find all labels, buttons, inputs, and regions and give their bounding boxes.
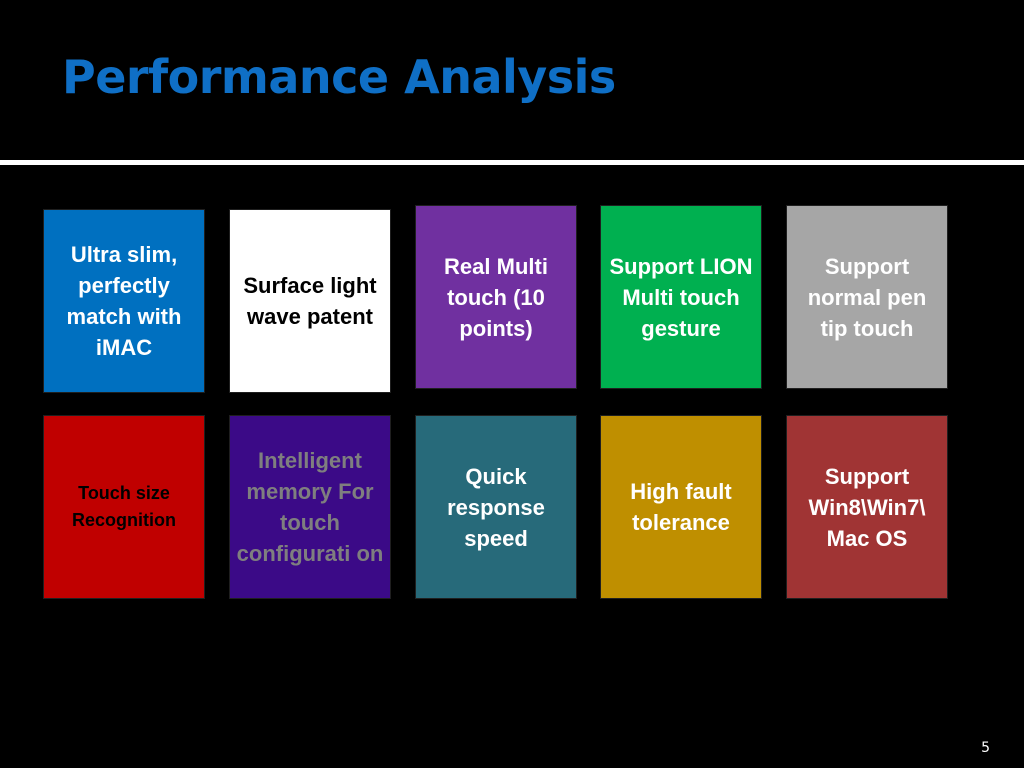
feature-tile-ultra-slim: Ultra slim, perfectly match with iMAC <box>44 210 204 392</box>
title-divider <box>0 160 1024 165</box>
feature-tile-label: Support normal pen tip touch <box>807 253 927 341</box>
feature-tile-fault-tolerance: High fault tolerance <box>601 416 761 598</box>
feature-tile-os-support: Support Win8\Win7\ Mac OS <box>787 416 947 598</box>
feature-tile-label: Support Win8\Win7\ Mac OS <box>808 463 926 551</box>
feature-tile-touch-size: Touch size Recognition <box>44 416 204 598</box>
slide-title: Performance Analysis <box>62 50 616 104</box>
feature-tile-label: Ultra slim, perfectly match with iMAC <box>66 242 182 360</box>
feature-tile-label: Quick response speed <box>447 463 545 551</box>
feature-tile-label: Intelligent memory For touch configurati… <box>236 448 384 566</box>
feature-tile-real-multi-touch: Real Multi touch (10 points) <box>416 206 576 388</box>
feature-tile-quick-response: Quick response speed <box>416 416 576 598</box>
page-number: 5 <box>981 740 990 756</box>
feature-tile-label: Real Multi touch (10 points) <box>444 253 548 341</box>
feature-tile-label: Surface light wave patent <box>243 273 377 329</box>
feature-tile-label: Touch size Recognition <box>72 483 176 530</box>
feature-tile-intelligent-memory: Intelligent memory For touch configurati… <box>230 416 390 598</box>
feature-tile-surface-light-wave: Surface light wave patent <box>230 210 390 392</box>
feature-tile-pen-tip-touch: Support normal pen tip touch <box>787 206 947 388</box>
feature-tile-label: High fault tolerance <box>630 479 732 535</box>
feature-tile-label: Support LION Multi touch gesture <box>609 253 753 341</box>
feature-tile-lion-gesture: Support LION Multi touch gesture <box>601 206 761 388</box>
